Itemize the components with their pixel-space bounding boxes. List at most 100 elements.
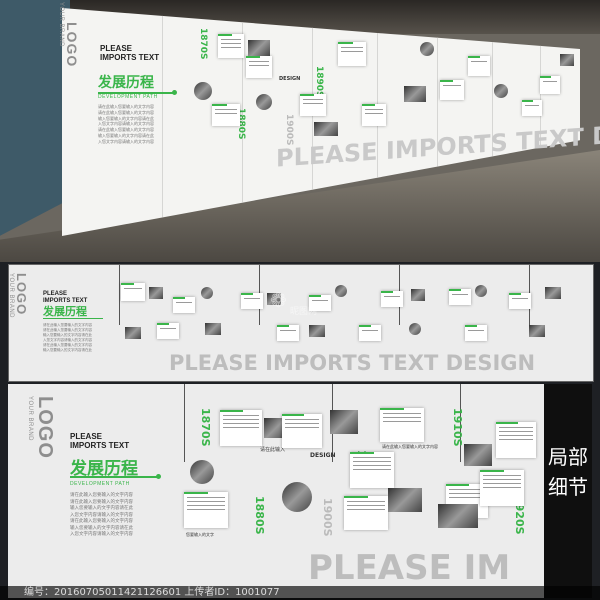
photo (205, 323, 221, 335)
text-card (218, 34, 244, 58)
photo-round (494, 84, 508, 98)
title-dot (156, 474, 161, 479)
year-1910: 1910S (451, 408, 464, 447)
year-1890: 1890S (314, 66, 324, 98)
card-caption: 您要输入的文字 (186, 532, 214, 537)
text-card (496, 422, 536, 458)
text-card (540, 76, 560, 94)
watermark-text: 昵图网 (290, 307, 318, 317)
text-card (309, 295, 331, 311)
title-chinese: 发展历程 (70, 459, 138, 479)
text-card (468, 56, 490, 76)
text-card (300, 94, 326, 116)
year-1900: 1900S (321, 498, 334, 537)
text-card (157, 323, 179, 339)
text-card (380, 408, 424, 442)
photo-round (201, 287, 213, 299)
side-wall (0, 0, 70, 236)
text-card (509, 293, 531, 309)
timeline-line (184, 384, 185, 462)
panel-seam (437, 8, 438, 236)
photo (438, 504, 478, 528)
title-underline (70, 476, 158, 478)
timeline-line (460, 384, 461, 462)
photo-round (409, 323, 421, 335)
text-card (440, 80, 464, 100)
photo (545, 287, 561, 299)
intro-paragraph: 请在此输入您要输入的文字内容请在此输入您要输入的文字内容输入您要输入的文字内容请… (43, 323, 92, 353)
text-card (362, 104, 386, 126)
text-card (184, 492, 228, 528)
title-chinese: 发展历程 (43, 305, 87, 318)
detail-label: 局部细节 (544, 384, 592, 598)
photo (404, 86, 426, 102)
input-label: 请在此输入 (260, 447, 286, 453)
text-card (350, 452, 394, 488)
photo (411, 289, 425, 301)
panel-seam (492, 8, 493, 236)
photo-round (335, 285, 347, 297)
photo (267, 293, 281, 305)
title-underline (43, 318, 103, 319)
photo-round (190, 460, 214, 484)
timeline-line (119, 265, 120, 325)
photo (149, 287, 163, 299)
title-dot (172, 90, 177, 95)
year-1870: 1870S (198, 28, 208, 60)
text-card (359, 325, 381, 341)
photo-round (282, 482, 312, 512)
photo (560, 54, 574, 66)
text-card (212, 104, 240, 126)
panel-seam (312, 8, 313, 236)
panel-seam (540, 8, 541, 236)
big-watermark-text: PLEASE IM (308, 548, 511, 588)
photo (330, 410, 358, 434)
text-card (480, 470, 524, 506)
year-1900: 1900S (284, 114, 294, 146)
text-card (241, 293, 263, 309)
photo-round (475, 285, 487, 297)
text-card (338, 42, 366, 66)
photo (125, 327, 141, 339)
text-card (173, 297, 195, 313)
photo (314, 122, 338, 136)
text-card (449, 289, 471, 305)
text-card (344, 496, 388, 530)
photo (529, 325, 545, 337)
photo (464, 444, 492, 466)
intro-paragraph: 请在此输入您要输入的文字内容请在此输入您要输入的文字内容输入您要输入的文字内容请… (70, 492, 133, 537)
text-card (220, 410, 262, 446)
text-card (121, 283, 145, 301)
year-1870: 1870S (199, 408, 212, 447)
intro-paragraph: 请在此输入您要输入的文字内容请在此输入您要输入的文字内容输入您要输入的文字内容请… (98, 104, 154, 144)
footer-info: 编号：20160705011421126601 上传者ID：1001077 (0, 586, 600, 600)
year-1880: 1880S (253, 496, 266, 535)
photo (388, 488, 422, 512)
text-card (282, 414, 322, 448)
photo (309, 325, 325, 337)
text-card (465, 325, 487, 341)
photo-round (194, 82, 212, 100)
panel-seam (242, 8, 243, 236)
design-label: DESIGN (310, 452, 336, 459)
title-chinese: 发展历程 (98, 75, 154, 91)
photo (248, 40, 270, 56)
title-subtitle: DEVELOPMENT PATH (70, 481, 130, 487)
design-label: DESIGN (279, 76, 301, 82)
big-watermark-text: PLEASE IMPORTS TEXT DESIGN (169, 351, 536, 375)
title-subtitle: DEVELOPMENT PATH (98, 94, 158, 100)
text-card (522, 100, 542, 116)
panel-seam (162, 8, 163, 236)
photo-round (420, 42, 434, 56)
card-caption: 请在此输入您要输入的文字内容 (382, 444, 438, 449)
text-card (277, 325, 299, 341)
title-underline (98, 92, 174, 94)
